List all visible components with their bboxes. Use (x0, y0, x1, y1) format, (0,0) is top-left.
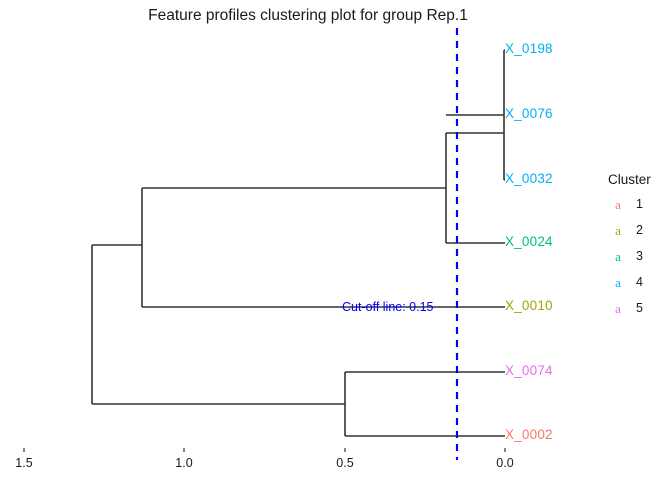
leaf-label-x0198: X_0198 (505, 41, 553, 56)
legend-title: Cluster (608, 172, 651, 187)
axis-tick-label-4: 0.0 (496, 456, 514, 470)
axis-line-group (23, 448, 506, 452)
cutoff-line-label: Cut-off line: 0.15 (342, 300, 434, 314)
legend-item-label: 3 (636, 249, 643, 263)
legend: Cluster a 1 a 2 a 3 a 4 a 5 (606, 172, 672, 325)
legend-key-icon: a (615, 197, 621, 212)
leaf-label-x0032: X_0032 (505, 171, 553, 186)
axis-tick-label-1: 1.5 (15, 456, 33, 470)
leaf-label-x0024: X_0024 (505, 234, 553, 249)
axis-tick-label-3: 0.5 (336, 456, 354, 470)
legend-item-label: 2 (636, 223, 643, 237)
legend-item-1[interactable]: a 1 (606, 195, 672, 221)
page-title: Feature profiles clustering plot for gro… (148, 7, 468, 24)
legend-key-icon: a (615, 275, 621, 290)
legend-item-3[interactable]: a 3 (606, 247, 672, 273)
legend-item-label: 1 (636, 197, 643, 211)
legend-key-icon: a (615, 249, 621, 264)
leaf-label-x0002: X_0002 (505, 427, 553, 442)
legend-item-4[interactable]: a 4 (606, 273, 672, 299)
leaf-label-x0074: X_0074 (505, 363, 553, 378)
dendrogram-branches (91, 49, 505, 437)
legend-key-icon: a (615, 301, 621, 316)
legend-item-label: 5 (636, 301, 643, 315)
axis-tick-label-2: 1.0 (175, 456, 193, 470)
legend-item-5[interactable]: a 5 (606, 299, 672, 325)
leaf-label-x0076: X_0076 (505, 106, 553, 121)
leaf-label-x0010: X_0010 (505, 298, 553, 313)
legend-item-label: 4 (636, 275, 643, 289)
legend-key-icon: a (615, 223, 621, 238)
legend-item-2[interactable]: a 2 (606, 221, 672, 247)
